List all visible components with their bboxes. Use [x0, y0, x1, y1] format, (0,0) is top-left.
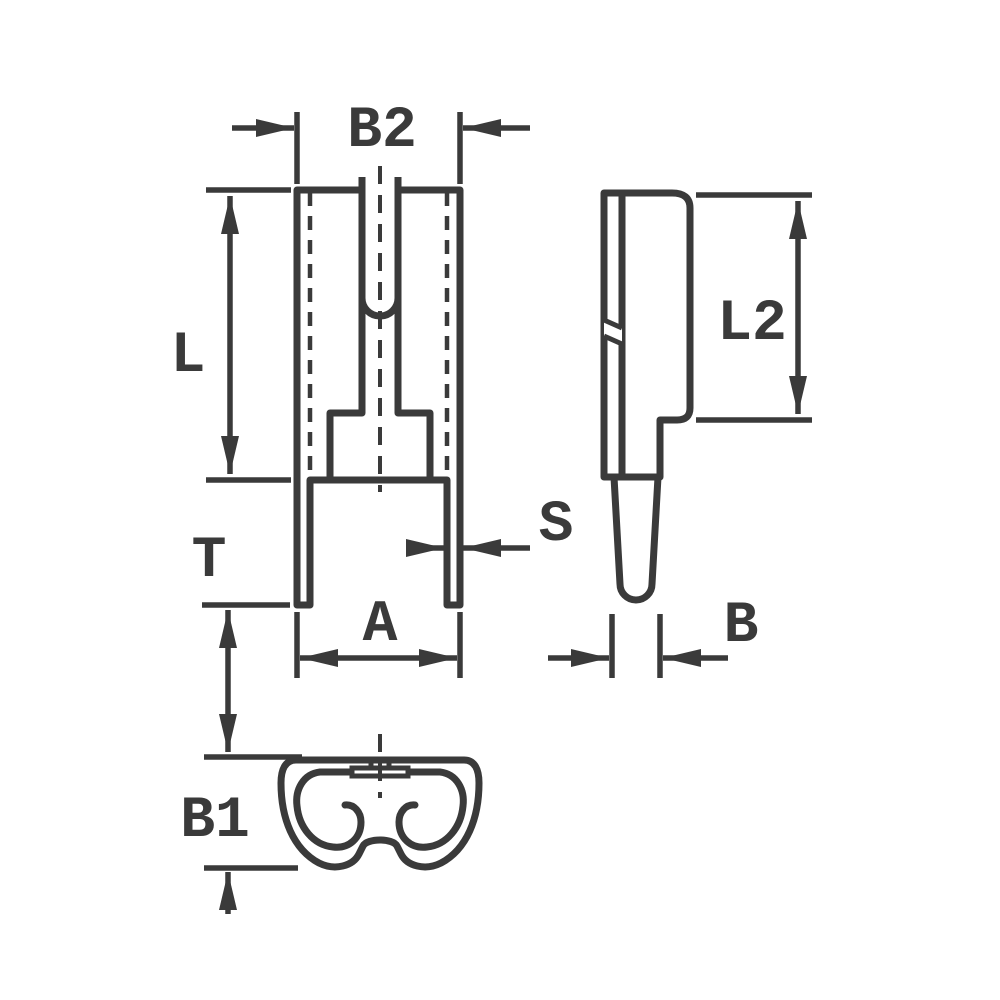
l2-extension-lines [696, 192, 812, 423]
side-strip-notch-edges [602, 317, 624, 347]
dim-label-t: T [192, 529, 227, 594]
l-extension-lines [206, 187, 291, 483]
bottom-view [277, 734, 483, 871]
section-rolled-flange-right [395, 768, 467, 851]
section-top-notch [368, 760, 392, 768]
dim-label-b1: B1 [180, 789, 250, 854]
b2-extension-lines [294, 112, 463, 184]
dim-label-l2: L2 [717, 292, 787, 357]
dim-label-a: A [363, 593, 398, 658]
b1-extension-lines [204, 754, 302, 871]
side-body-outline [618, 189, 694, 481]
dimension-b1: B1 [180, 754, 302, 914]
dimension-t: T [192, 529, 290, 752]
dim-label-b2: B2 [347, 99, 417, 164]
dim-label-l: L [171, 324, 206, 389]
dim-label-s: S [539, 493, 574, 558]
side-leg-outline [610, 473, 662, 604]
dimension-l: L [171, 187, 291, 483]
side-shaded-strip [600, 189, 626, 481]
dim-label-b: B [724, 594, 759, 659]
front-view [293, 166, 464, 609]
dimension-l2: L2 [696, 192, 812, 423]
section-outer-outline [277, 756, 483, 871]
dimension-a: A [294, 593, 463, 678]
section-rolled-flange-left [293, 768, 365, 851]
side-view [600, 189, 694, 604]
dimension-s: S [406, 493, 574, 558]
dimension-b2: B2 [232, 99, 530, 184]
front-body-outline [293, 186, 464, 609]
b-extension-lines [609, 614, 663, 678]
a-extension-lines [294, 612, 463, 678]
dimension-b: B [548, 594, 758, 678]
